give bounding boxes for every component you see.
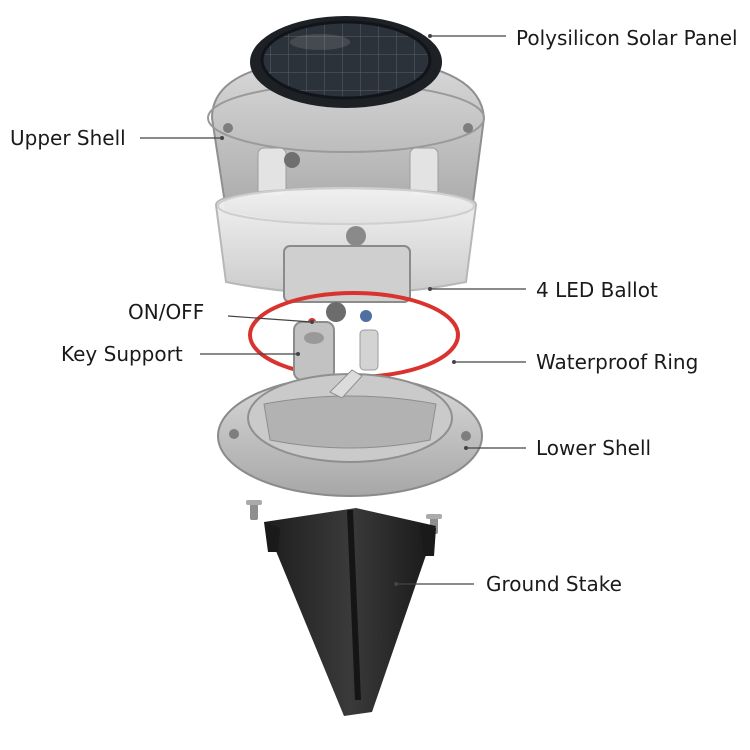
label-ground-stake: Ground Stake <box>486 572 622 596</box>
key-support <box>293 321 379 381</box>
waterproof-ring <box>248 291 460 379</box>
ground-stake <box>264 508 436 716</box>
label-upper-shell: Upper Shell <box>10 126 126 150</box>
label-polysilicon-solar-panel: Polysilicon Solar Panel <box>516 26 738 50</box>
label-key-support: Key Support <box>61 342 183 366</box>
label-on-off: ON/OFF <box>128 300 205 324</box>
upper-shell <box>207 56 486 224</box>
lower-shell <box>217 369 483 497</box>
led-ballot <box>283 245 411 322</box>
label-lower-shell: Lower Shell <box>536 436 652 460</box>
label-4-led-ballot: 4 LED Ballot <box>536 278 658 302</box>
leader-lines <box>140 35 526 585</box>
solar-panel <box>250 16 442 108</box>
leader-dots <box>220 34 468 586</box>
label-waterproof-ring: Waterproof Ring <box>536 350 699 374</box>
